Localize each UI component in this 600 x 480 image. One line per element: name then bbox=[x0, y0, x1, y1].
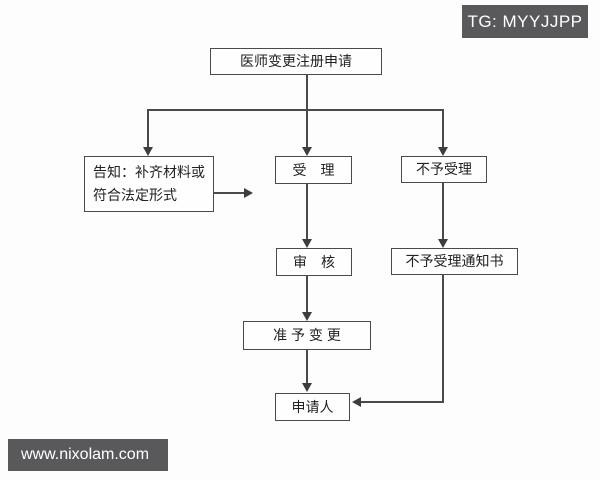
arrowhead-into-applicant-right bbox=[352, 397, 361, 407]
node-review-label: 审 核 bbox=[293, 253, 335, 270]
arrowhead-into-approve bbox=[302, 312, 312, 321]
node-review: 审 核 bbox=[276, 248, 352, 276]
arrowhead-into-notify bbox=[143, 147, 153, 156]
connector-approve-to-applicant bbox=[306, 350, 308, 384]
arrowhead-into-notice bbox=[438, 239, 448, 248]
connector-distribution bbox=[147, 109, 444, 111]
node-notify: 告知：补齐材料或 符合法定形式 bbox=[84, 156, 214, 212]
connector-notice-down bbox=[442, 275, 444, 403]
connector-reject-to-notice bbox=[442, 183, 444, 240]
telegram-badge: TG: MYYJJPP bbox=[462, 5, 588, 38]
node-approve: 准 予 变 更 bbox=[243, 321, 371, 350]
arrowhead-into-accept bbox=[302, 147, 312, 156]
node-notify-label-line2: 符合法定形式 bbox=[93, 187, 177, 203]
arrowhead-into-review bbox=[302, 239, 312, 248]
connector-start-to-notify bbox=[147, 109, 149, 148]
arrowhead-into-applicant-top bbox=[302, 383, 312, 392]
watermark-label: www.nixolam.com bbox=[21, 446, 150, 463]
node-start-label: 医师变更注册申请 bbox=[240, 53, 352, 70]
node-accept-label: 受 理 bbox=[292, 161, 335, 178]
node-accept: 受 理 bbox=[275, 156, 352, 184]
connector-accept-to-review bbox=[306, 184, 308, 240]
watermark-bar: www.nixolam.com bbox=[8, 439, 168, 471]
node-notice: 不予受理通知书 bbox=[391, 248, 518, 275]
connector-review-to-approve bbox=[306, 276, 308, 313]
connector-notice-to-applicant bbox=[360, 401, 444, 403]
arrowhead-notify-right bbox=[244, 188, 253, 198]
node-notify-label-line1: 告知：补齐材料或 bbox=[93, 164, 205, 180]
node-notice-label: 不予受理通知书 bbox=[405, 253, 504, 270]
connector-start-to-reject bbox=[442, 109, 444, 148]
arrowhead-into-reject bbox=[438, 147, 448, 156]
connector-start-to-accept bbox=[306, 75, 308, 148]
node-start: 医师变更注册申请 bbox=[210, 48, 382, 75]
node-approve-label: 准 予 变 更 bbox=[273, 327, 341, 344]
node-applicant-label: 申请人 bbox=[291, 398, 334, 415]
node-reject-label: 不予受理 bbox=[416, 161, 472, 178]
telegram-badge-label: TG: MYYJJPP bbox=[467, 11, 583, 31]
node-reject: 不予受理 bbox=[401, 156, 487, 183]
connector-notify-to-accept bbox=[214, 192, 245, 194]
node-applicant: 申请人 bbox=[275, 393, 350, 421]
